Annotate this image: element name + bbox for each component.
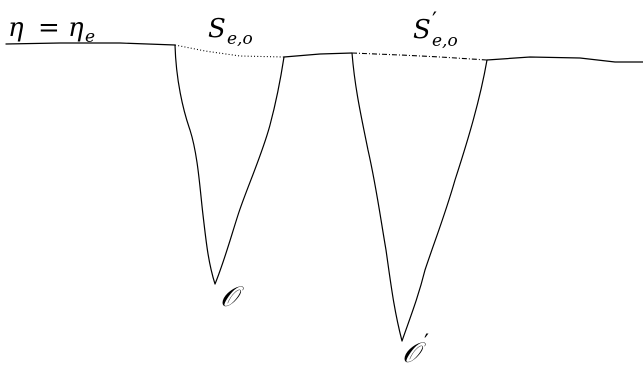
- O-label: 𝒪: [220, 280, 244, 313]
- eta-e-subscript: e: [85, 27, 95, 47]
- S-prime-eo-label: S: [413, 15, 431, 45]
- S-prime-eo-subscript: e,o: [432, 31, 458, 51]
- equals-sign: =: [38, 13, 60, 43]
- well-O-prime-contour: [351, 52, 488, 342]
- dotted-cap-S: [174, 44, 285, 58]
- S-eo-subscript: e,o: [227, 29, 253, 49]
- eta-label: η: [8, 13, 24, 43]
- S-prime-mark: ′: [432, 9, 437, 34]
- dashdot-cap-S-prime: [351, 52, 488, 61]
- well-O-contour: [174, 44, 285, 285]
- level-line-left: [5, 42, 176, 46]
- O-prime-mark: ′: [424, 331, 429, 356]
- level-line-right: [486, 56, 643, 63]
- S-eo-label: S: [208, 14, 226, 44]
- level-line-middle: [283, 52, 353, 58]
- O-prime-label: 𝒪: [402, 336, 426, 365]
- eta-e-label: η: [68, 13, 84, 43]
